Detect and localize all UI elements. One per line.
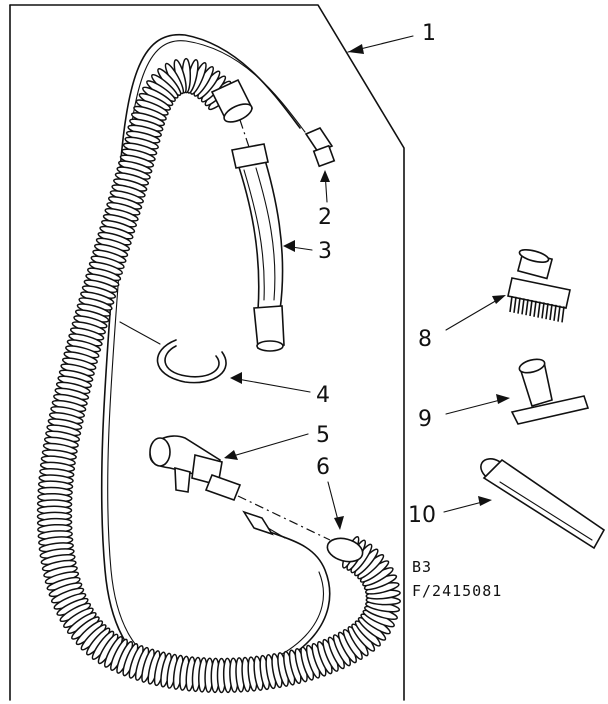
bristle [521,298,525,315]
hose-clip [156,339,227,384]
bristle [525,299,529,316]
callout-9: 9 [418,407,432,432]
bristle [509,295,513,313]
code-line-2: F/2415081 [412,582,502,600]
callout-10: 10 [408,503,436,528]
bristle [513,296,517,313]
code-line-1: B3 [412,558,432,576]
callout-1: 1 [422,21,436,46]
hose-top-cuff-rim [223,103,253,123]
dusting-brush [507,249,571,323]
bristle [517,297,521,314]
crevice-tool [480,458,606,550]
alignment-line-top [239,119,251,151]
alignment-line-mid [237,495,331,541]
wire-connector [304,127,336,168]
bristle [549,303,553,321]
bristle [537,301,541,318]
kit-boundary [9,4,405,701]
bristle [541,302,545,319]
hose-handle [149,435,242,502]
bristle [529,299,533,317]
bristle [545,303,549,320]
callout-6: 6 [316,455,330,480]
upholstery-nozzle [510,358,590,425]
power-wire [100,33,331,683]
callout-4: 4 [316,383,330,408]
bristle [557,305,561,322]
curved-wand [231,143,285,352]
callout-2: 2 [318,205,332,230]
handle-connector [242,510,286,539]
bristle [561,306,565,323]
bristle [533,300,537,317]
callout-3: 3 [318,239,332,264]
callout-8: 8 [418,327,432,352]
callout-5: 5 [316,423,330,448]
leader-lines [119,35,510,530]
hose-bottom-cuff [326,537,364,563]
bristle [553,304,557,321]
brush-bristles [509,295,565,323]
